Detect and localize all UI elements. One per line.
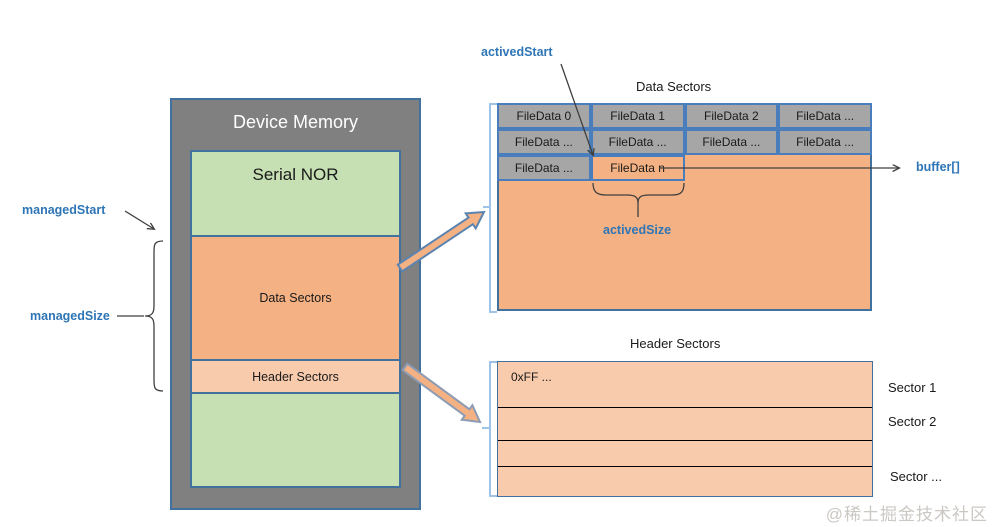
data-sectors-label: Data Sectors [259,291,332,305]
watermark: @稀土掘金技术社区 [825,505,988,524]
serial-nor-label: Serial NOR [252,165,339,184]
memory-stack: Serial NOR Data Sectors Header Sectors [190,150,401,488]
filedata-n-cell: FileData n [590,155,685,181]
data-panel-title: Data Sectors [636,79,712,94]
filedata-cell: FileData ... [497,129,591,155]
header-sectors-panel: 0xFF ... [497,361,873,497]
filedata-row: FileData ... FileData ... FileData ... F… [497,129,872,155]
device-memory-box: Device Memory Serial NOR Data Sectors He… [170,98,421,510]
header-sector-row: 0xFF ... [498,362,872,408]
filedata-row: FileData ... FileData n [497,155,685,181]
serial-nor-section: Serial NOR [192,152,399,235]
managed-size-brace [144,240,164,392]
header-sector-row [498,441,872,467]
filedata-row: FileData 0 FileData 1 FileData 2 FileDat… [497,103,872,129]
sector-2-label: Sector 2 [888,414,937,429]
filedata-cell: FileData ... [684,129,779,155]
header-sectors-label: Header Sectors [252,369,339,384]
actived-size-label: activedSize [603,223,672,237]
filedata-cell: FileData 0 [497,103,591,129]
filedata-cell: FileData 1 [590,103,685,129]
buffer-label: buffer[] [916,160,960,174]
data-sectors-panel: FileData 0 FileData 1 FileData 2 FileDat… [497,103,872,311]
managed-start-arrow [124,210,154,229]
filedata-cell: FileData 2 [684,103,779,129]
data-panel-bracket [483,103,497,313]
data-sectors-section: Data Sectors [192,235,399,359]
device-memory-title: Device Memory [232,112,359,132]
header-panel-bracket [482,361,497,497]
actived-start-label: activedStart [481,45,553,59]
managed-size-label: managedSize [30,309,110,323]
filedata-cell: FileData ... [497,155,591,181]
filedata-cell: FileData ... [778,103,872,129]
header-sector-row [498,467,872,495]
free-section [192,392,399,486]
header-first-cell: 0xFF ... [511,370,552,384]
header-sectors-section: Header Sectors [192,359,399,392]
filedata-cell: FileData ... [778,129,872,155]
managed-start-label: managedStart [22,203,106,217]
sector-1-label: Sector 1 [888,380,937,395]
sector-dots-label: Sector ... [890,469,943,484]
header-panel-title: Header Sectors [630,336,721,351]
header-sector-row [498,408,872,441]
filedata-cell: FileData ... [590,129,685,155]
